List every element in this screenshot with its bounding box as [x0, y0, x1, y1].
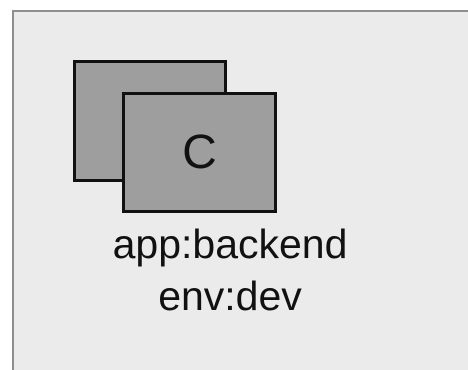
node-label-env: env:dev — [158, 273, 302, 319]
node-labels: app:backend env:dev — [60, 218, 400, 322]
diagram-canvas: C app:backend env:dev — [12, 10, 468, 370]
node-label-app: app:backend — [112, 221, 348, 267]
node-letter: C — [182, 125, 217, 179]
stacked-node-front[interactable]: C — [122, 92, 277, 213]
